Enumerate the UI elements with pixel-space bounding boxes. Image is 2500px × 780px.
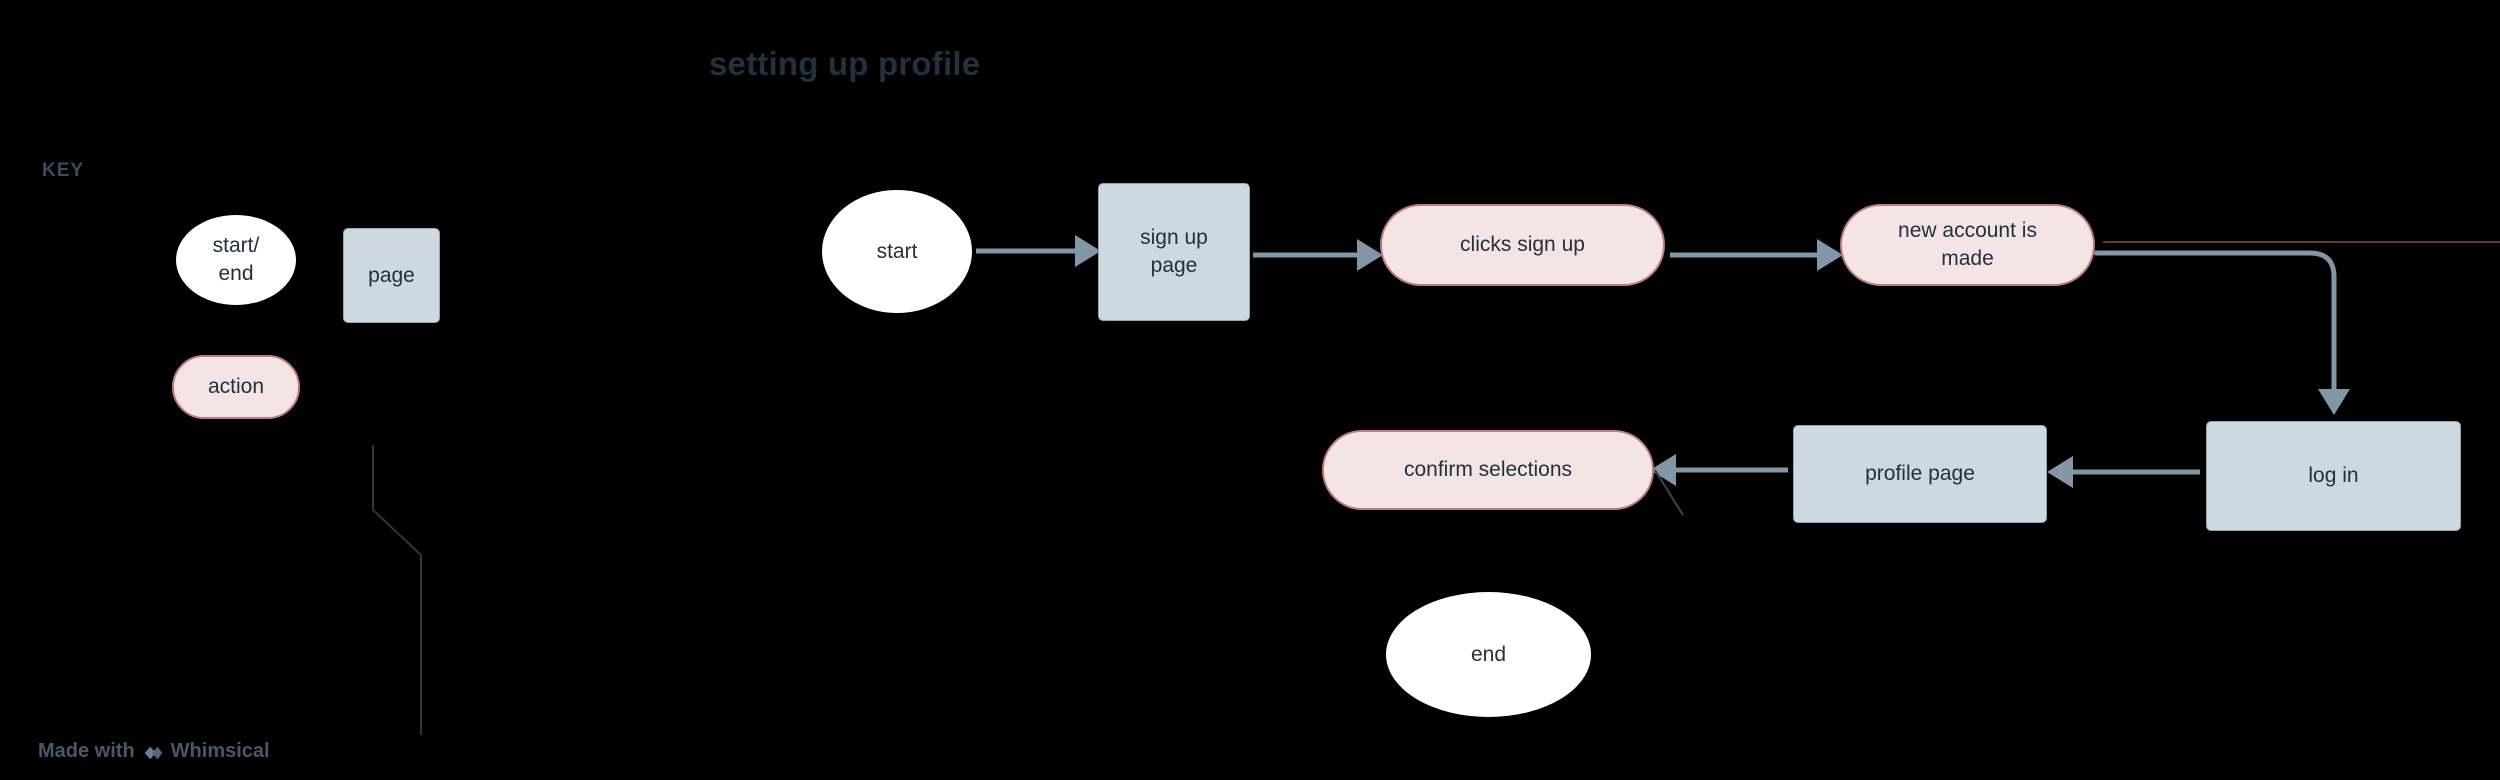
key-action-label: action: [207, 375, 265, 399]
node-new-account-label-line1: new account is: [1898, 219, 2037, 243]
node-clicks-sign-up-label: clicks sign up: [1460, 233, 1585, 257]
node-sign-up-page-label-line2: page: [1150, 254, 1198, 277]
confirm-connector-stub: [1654, 469, 1684, 516]
node-confirm-selections-label: confirm selections: [1403, 458, 1573, 482]
node-sign-up-page-label-line1: sign up: [1140, 226, 1208, 250]
key-shape-start-end: start/ end: [176, 215, 296, 305]
node-profile-page-label: profile page: [1865, 462, 1975, 486]
whimsical-diamond-icon: [142, 742, 164, 764]
key-start-end-label-line2: end: [218, 262, 254, 285]
node-profile-page[interactable]: profile page: [1793, 425, 2047, 523]
page-title: setting up profile: [709, 45, 981, 82]
watermark-prefix: Made with: [38, 740, 135, 762]
node-end[interactable]: end: [1386, 592, 1591, 717]
node-start-label: start: [876, 239, 918, 263]
node-sign-up-page[interactable]: sign up page: [1098, 183, 1250, 321]
node-log-in-label: log in: [2308, 464, 2359, 488]
node-start[interactable]: start: [822, 190, 972, 313]
key-connector-stub: [372, 445, 422, 735]
edge-new-account-to-log-in: [2093, 250, 2351, 415]
accent-line-right: [2103, 241, 2500, 243]
node-end-label: end: [1470, 642, 1507, 666]
node-clicks-sign-up[interactable]: clicks sign up: [1380, 204, 1665, 286]
node-new-account-is-made[interactable]: new account is made: [1840, 204, 2095, 286]
key-page-label: page: [368, 263, 415, 287]
key-shape-action: action: [172, 355, 300, 419]
whimsical-watermark[interactable]: Made with Whimsical: [38, 740, 270, 763]
node-log-in[interactable]: log in: [2206, 421, 2461, 531]
key-heading: KEY: [42, 160, 85, 181]
key-shape-page: page: [343, 228, 440, 323]
node-confirm-selections[interactable]: confirm selections: [1322, 430, 1654, 510]
watermark-brand: Whimsical: [170, 740, 270, 762]
node-new-account-label-line2: made: [1941, 247, 1994, 270]
key-start-end-label-line1: start/: [212, 234, 260, 258]
